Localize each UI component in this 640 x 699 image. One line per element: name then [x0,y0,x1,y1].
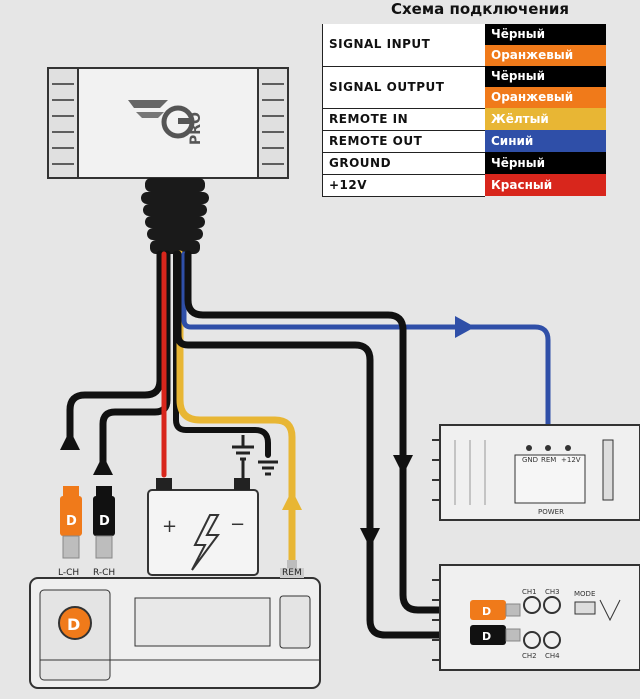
legend-row-name: REMOTE IN [322,108,485,131]
arrow-yellow-up [282,490,302,510]
arrow-black-up-lch [60,430,80,450]
legend-color-label: Оранжевый [485,87,606,108]
svg-text:D: D [482,630,491,643]
wire-black-ground [173,251,271,458]
amp-ch2-label: CH2 [522,652,537,660]
arrow-blue-right [455,316,475,338]
legend-row: SIGNAL INPUT Чёрный [322,24,606,67]
rca-plug-lch: D [60,486,82,559]
legend-row: +12V Красный [322,174,606,197]
dl-logo-icon [58,606,92,640]
amp-ch1-label: CH1 [522,588,537,596]
legend-row: GROUND Чёрный [322,152,606,175]
amp-ch4-label: CH4 [545,652,560,660]
head-unit: D [29,577,321,689]
legend-row-name: +12V [322,174,485,197]
legend-color-label: Оранжевый [485,45,606,66]
amplifier-top [432,424,640,521]
svg-text:D: D [66,514,77,529]
r-ch-label: R-CH [93,568,116,578]
legend-color-label: Синий [485,130,606,152]
ground-symbol-icon [232,435,278,478]
color-legend: SIGNAL INPUT Чёрный Оранжевый SIGNAL OUT… [322,24,606,197]
legend-row-name: GROUND [322,152,485,175]
wire-yellow-remote-in [176,250,296,564]
legend-row: SIGNAL OUTPUT Чёрный [322,66,606,109]
svg-text:D: D [99,514,110,529]
legend-color-label: Чёрный [485,24,606,45]
legend-row-name: SIGNAL INPUT [322,24,485,67]
rca-plug-amp-black: D [470,625,521,645]
rca-plug-rch: D [93,486,115,559]
legend-color-label: Жёлтый [485,108,606,130]
amp-ch3-label: CH3 [545,588,560,596]
amp-mode-label: MODE [574,590,596,598]
amp-terminal-rem: REM [541,456,557,464]
legend-color-label: Чёрный [485,66,606,87]
legend-row: REMOTE IN Жёлтый [322,108,606,131]
wire-black-signal-output-1 [184,250,474,614]
amp-terminal-gnd: GND [522,456,539,464]
legend-row: Оранжевый [323,45,606,66]
rem-label: REM [280,568,304,578]
svg-text:D: D [482,605,491,618]
legend-row-name: REMOTE OUT [322,130,485,153]
battery-minus-label: − [230,514,245,535]
arrow-black-down-2 [360,528,380,548]
battery-plus-label: + [162,516,177,537]
svg-text:D: D [67,615,80,634]
lightning-icon [191,514,220,571]
legend-title: Схема подключения [391,0,569,18]
wire-black-signal-input-l [66,250,164,444]
legend-row-name: SIGNAL OUTPUT [322,66,485,109]
rca-plug-amp-orange: D [470,600,521,620]
legend-row: REMOTE OUT Синий [322,130,606,153]
legend-color-label: Чёрный [485,152,606,174]
device-logo-text: PRO [188,112,204,145]
amp-terminal-12v: +12V [561,456,581,464]
l-ch-label: L-CH [58,568,80,578]
device-box: PRO [47,67,289,179]
legend-color-label: Красный [485,174,606,196]
battery: + − [147,478,259,576]
wire-blue-remote-out [181,251,551,453]
arrow-black-down-1 [393,455,413,475]
cable-boot [141,178,209,254]
amp-power-label: POWER [538,508,564,516]
legend-row: Оранжевый [323,87,606,108]
arrow-black-up-rch [93,455,113,475]
arrows [60,316,475,548]
wire-black-signal-output-2 [174,250,474,639]
wing-g-logo-icon [128,100,195,139]
